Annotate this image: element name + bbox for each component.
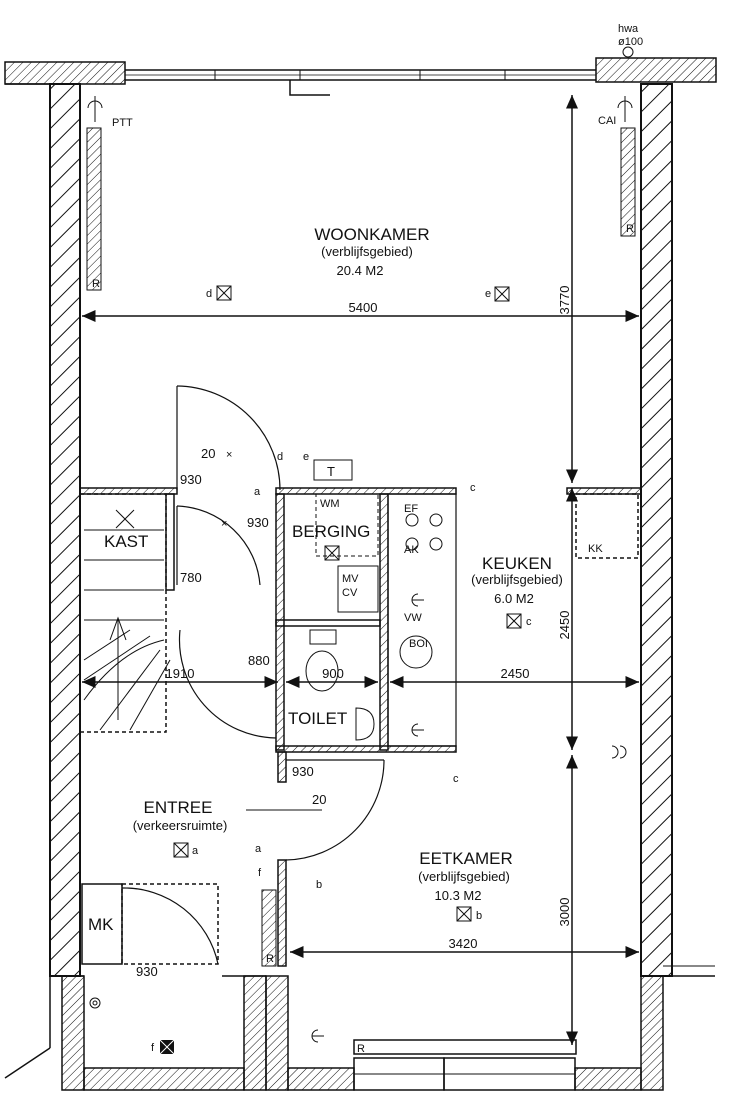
marker-a: a [255, 843, 262, 855]
sink-icon [355, 707, 375, 741]
drain-icon [89, 997, 101, 1009]
boi-label: BOI [409, 638, 428, 650]
keuken-name: KEUKEN [482, 554, 552, 573]
ef-label: EF [404, 503, 418, 515]
exterior-walls [4, 57, 717, 1091]
interior-walls [79, 487, 642, 967]
eetkamer-name: EETKAMER [419, 849, 513, 868]
stove-icon [405, 513, 443, 551]
washing-machine-space [315, 493, 379, 557]
marker-a: a [192, 845, 199, 857]
thermostat-box [313, 459, 353, 481]
ventilation-icon [173, 842, 189, 858]
woonkamer-sub: (verblijfsgebied) [321, 244, 413, 259]
dimension-930-top: 930 [180, 472, 202, 487]
ventilation-icon [324, 545, 340, 561]
mv-label: MV [342, 573, 359, 585]
door-swings [121, 385, 385, 965]
ak-label: AK [404, 544, 419, 556]
dimension-20b: 20 [312, 792, 326, 807]
hwa-label: hwa [618, 23, 639, 35]
toilet-tank-icon [309, 629, 337, 645]
marker-b: b [476, 910, 482, 922]
dimension-3770: 3770 [557, 286, 572, 315]
dimension-880: 880 [248, 653, 270, 668]
socket-icon [311, 593, 627, 1043]
cai-label: CAI [598, 115, 616, 127]
keuken-area: 6.0 M2 [494, 591, 534, 606]
wm-label: WM [320, 498, 340, 510]
dimension-1910: 1910 [166, 666, 195, 681]
cv-unit [337, 565, 379, 613]
boiler-icon [399, 635, 433, 669]
woonkamer-area: 20.4 M2 [337, 263, 384, 278]
ventilation-icon [506, 613, 522, 629]
cross-marker: × [221, 518, 227, 530]
dimension-3420: 3420 [449, 936, 478, 951]
marker-e: e [485, 288, 491, 300]
dimension-930-mk: 930 [136, 964, 158, 979]
entree-sub: (verkeersruimte) [133, 818, 228, 833]
ventilation-icon [456, 906, 472, 922]
marker-d: d [277, 451, 283, 463]
marker-f: f [151, 1042, 155, 1054]
radiator-label: R [357, 1043, 365, 1055]
cross-marker [115, 509, 135, 529]
radiators [86, 127, 636, 967]
staircase [83, 529, 171, 731]
dimension-5400: 5400 [349, 300, 378, 315]
radiator-label: R [92, 278, 100, 290]
ventilation-icon [216, 285, 510, 302]
kitchen-counter [387, 493, 457, 747]
kk-label: KK [588, 543, 603, 555]
radiator-label: R [626, 223, 634, 235]
vw-label: VW [404, 612, 422, 624]
ptt-label: PTT [112, 117, 133, 129]
marker-b: b [316, 879, 322, 891]
marker-c: c [526, 616, 532, 628]
keuken-sub: (verblijfsgebied) [471, 572, 563, 587]
cross-marker: × [226, 449, 232, 461]
dimension-2450h: 2450 [501, 666, 530, 681]
berging-name: BERGING [292, 522, 370, 541]
radiator-label: R [266, 953, 274, 965]
dimension-780: 780 [180, 570, 202, 585]
entree-name: ENTREE [144, 798, 213, 817]
marker-c: c [470, 482, 476, 494]
toilet-bowl-icon [305, 650, 339, 692]
dimension-2450v: 2450 [557, 611, 572, 640]
eetkamer-area: 10.3 M2 [435, 888, 482, 903]
cv-label: CV [342, 587, 358, 599]
marker-c: c [453, 773, 459, 785]
thermostat-label: T [327, 464, 335, 479]
kast-name: KAST [104, 532, 148, 551]
dimension-3000: 3000 [557, 898, 572, 927]
dimension-930-toilet: 930 [292, 764, 314, 779]
marker-f: f [258, 867, 262, 879]
dimension-930-berging: 930 [247, 515, 269, 530]
dimension-900: 900 [322, 666, 344, 681]
eetkamer-sub: (verblijfsgebied) [418, 869, 510, 884]
woonkamer-name: WOONKAMER [314, 225, 429, 244]
marker-a: a [254, 486, 261, 498]
hwa-pipe-icon [622, 46, 634, 58]
marker-d: d [206, 288, 212, 300]
outlet-icon [87, 96, 633, 122]
marker-e: e [303, 451, 309, 463]
dimension-20a: 20 [201, 446, 215, 461]
hwa-diameter: ø100 [618, 36, 643, 48]
mk-label: MK [88, 915, 114, 934]
toilet-name: TOILET [288, 709, 347, 728]
